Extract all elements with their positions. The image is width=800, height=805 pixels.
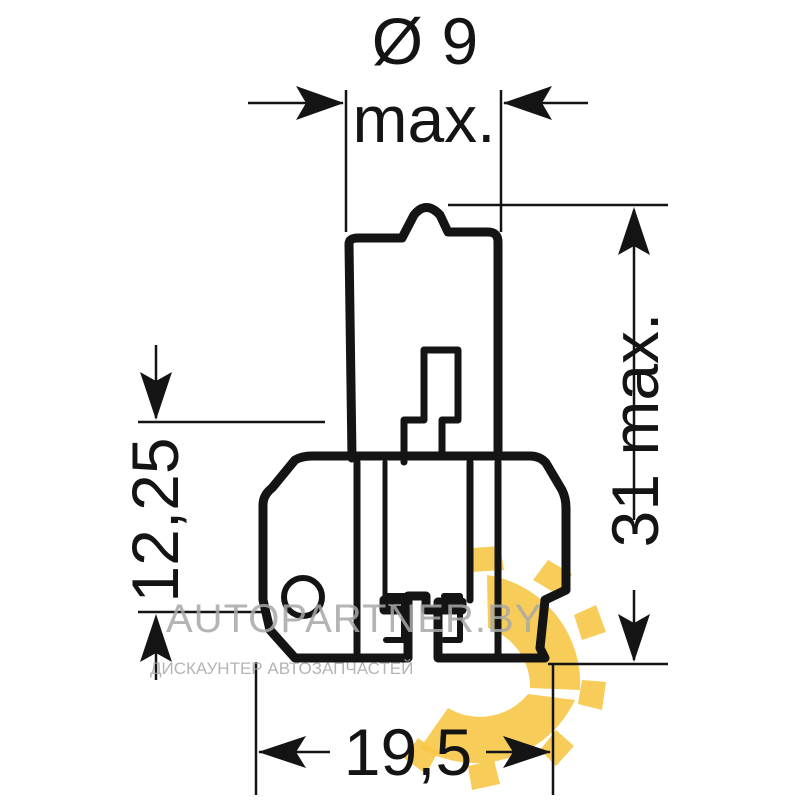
diameter-label: Ø 9 xyxy=(372,4,478,78)
watermark-brand: AUTOPARTNER.BY xyxy=(166,597,542,641)
arrow-up-icon xyxy=(618,207,650,255)
mount-hole xyxy=(281,575,325,619)
arrow-down-icon xyxy=(618,614,650,662)
watermark-tagline: ДИСКАУНТЕР АВТОЗАПЧАСТЕЙ xyxy=(150,659,413,678)
arrow-up-icon xyxy=(140,614,172,662)
arrow-left-icon xyxy=(503,86,552,120)
width-label: 19,5 xyxy=(344,715,472,789)
offset-label: 12,25 xyxy=(118,437,192,602)
diameter-suffix: max. xyxy=(352,82,495,156)
contact-right xyxy=(441,593,463,643)
lamp-base xyxy=(258,451,571,663)
arrow-right-icon xyxy=(296,86,344,120)
arrow-right-icon xyxy=(503,736,551,768)
arrow-down-icon xyxy=(140,372,172,420)
dimension-arrows xyxy=(140,86,650,768)
filament xyxy=(400,346,462,466)
arrow-left-icon xyxy=(258,736,306,768)
contact-left xyxy=(383,593,407,643)
gear-icon xyxy=(404,546,606,790)
glass-tube xyxy=(344,203,503,463)
bulb-outline xyxy=(258,203,571,663)
height-label: 31 max. xyxy=(598,313,672,548)
dimension-lines xyxy=(138,90,668,795)
